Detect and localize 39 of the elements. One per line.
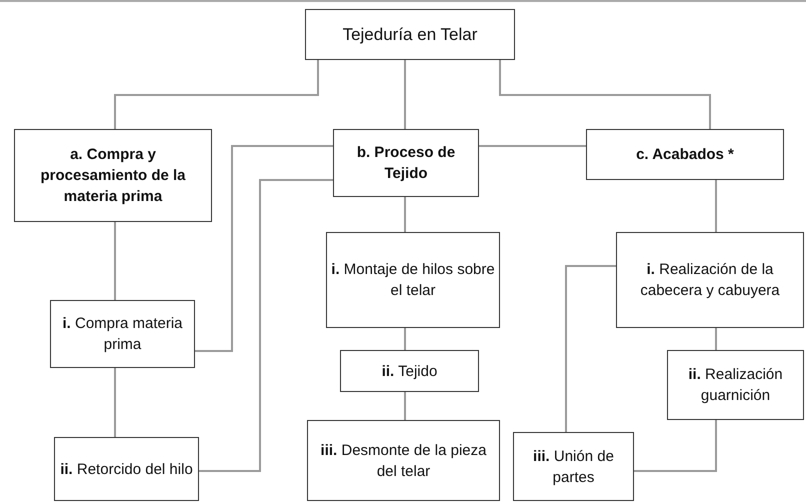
connector-line [114, 222, 116, 300]
connector-line [479, 145, 586, 147]
connector-line [114, 60, 319, 129]
process-box [305, 9, 515, 60]
process-box [586, 129, 784, 180]
box-label: ii. Tejido [380, 362, 438, 382]
process-box [14, 129, 212, 222]
connector-line [634, 420, 717, 472]
box-label: Tejeduría en Telar [342, 24, 478, 46]
box-label: iii. Unión de partes [532, 446, 615, 488]
connector-line [404, 392, 406, 420]
process-box [333, 129, 479, 197]
box-label: ii. Realización guarnición [687, 365, 784, 406]
process-box [340, 350, 479, 392]
box-label: iii. Desmonte de la pieza del telar [320, 440, 488, 482]
connector-line [404, 60, 406, 129]
box-label: i. Realización de la cabecera y cabuyera [639, 260, 781, 301]
process-box [667, 350, 804, 420]
connector-line [565, 265, 616, 432]
box-label: b. Proceso de Tejido [356, 143, 456, 184]
box-label: a. Compra y procesamiento de la materia prima [39, 145, 187, 207]
process-box [54, 437, 199, 501]
connector-line [199, 179, 333, 472]
connector-line [499, 60, 711, 129]
process-box [50, 300, 195, 368]
box-label: i. Montaje de hilos sobre el telar [330, 260, 496, 301]
process-box [513, 432, 634, 501]
box-label: c. Acabados * [635, 145, 735, 165]
process-box [307, 420, 500, 501]
connector-line [715, 328, 717, 350]
process-box [326, 232, 500, 328]
box-label: ii. Retorcido del hilo [59, 460, 194, 480]
connector-line [114, 368, 116, 437]
process-box [616, 232, 804, 328]
connector-line [404, 197, 406, 232]
box-label: i. Compra materia prima [61, 314, 184, 355]
connector-line [715, 180, 717, 232]
connector-line [404, 328, 406, 350]
connector-line [195, 145, 333, 352]
